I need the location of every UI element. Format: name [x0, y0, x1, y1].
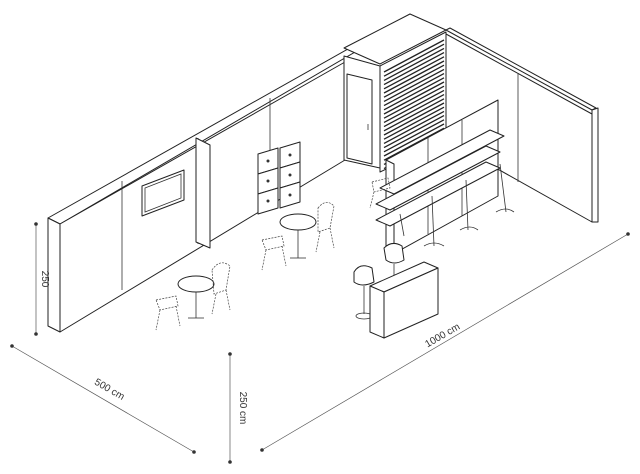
- chair: [369, 177, 391, 209]
- dimension-wall-height: 250: [34, 222, 50, 336]
- width-label: 500 cm: [92, 377, 126, 403]
- reception-counter: [369, 261, 439, 339]
- table-1: [279, 213, 317, 259]
- left-back-wall: [47, 13, 411, 333]
- length-label: 1000 cm: [423, 321, 462, 350]
- chair: [211, 262, 231, 315]
- table-2: [177, 275, 215, 319]
- dimension-length: 1000 cm: [260, 232, 630, 452]
- shelf-display-wall: [375, 99, 515, 263]
- dimension-width: 500 cm: [10, 344, 196, 454]
- dimension-height: 250 cm: [228, 352, 248, 464]
- height-label: 250 cm: [237, 392, 248, 425]
- wall-height-label: 250: [39, 271, 50, 288]
- slat-wall: [383, 39, 445, 170]
- cube-shelving: [257, 141, 301, 215]
- chair: [315, 202, 335, 253]
- chair: [155, 295, 181, 331]
- right-back-wall: [445, 27, 599, 223]
- stool: [353, 265, 375, 320]
- chair: [261, 235, 287, 271]
- wall-screen: [141, 169, 185, 217]
